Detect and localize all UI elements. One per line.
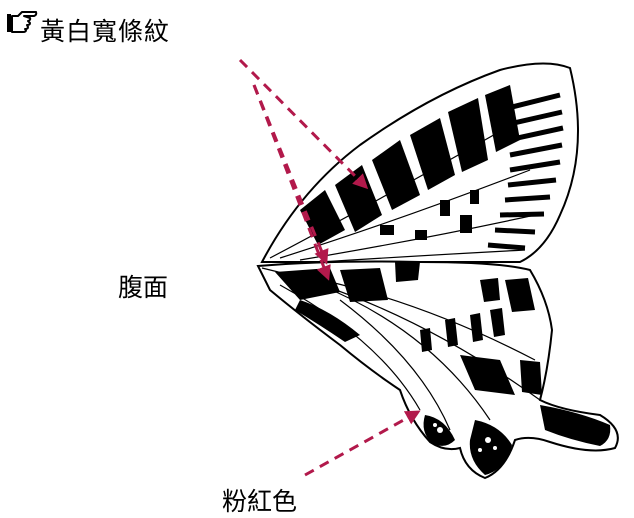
arrow-to-pink-spot (305, 412, 418, 475)
hindwing (258, 262, 618, 479)
